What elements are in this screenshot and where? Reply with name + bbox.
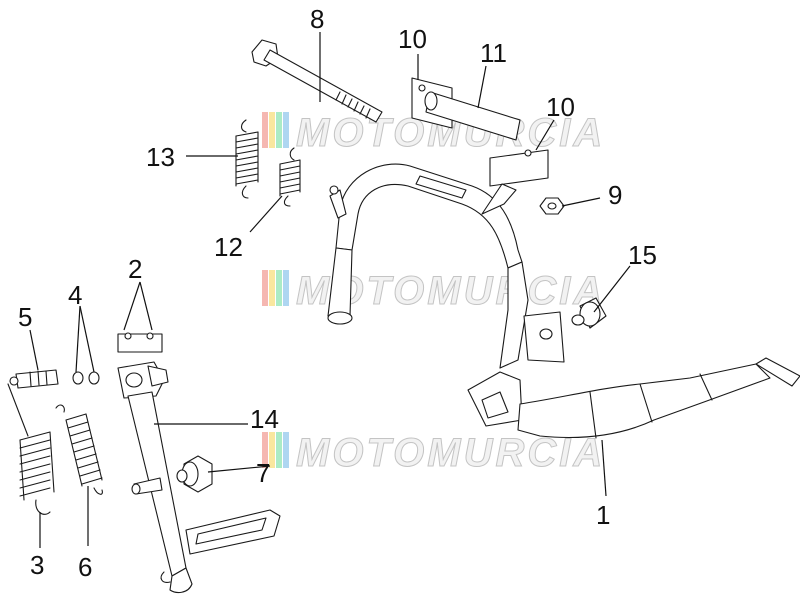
part-14-side-stand: [117, 361, 281, 594]
callout-9: 9: [608, 180, 622, 210]
part-10-plate-lower: [489, 149, 549, 187]
callout-3: 3: [30, 550, 44, 580]
callout-7: 7: [256, 458, 270, 488]
watermark-text: MOTOMURCIA: [296, 431, 605, 475]
callout-2: 2: [128, 254, 142, 284]
callout-14: 14: [250, 404, 279, 434]
callout-5: 5: [18, 302, 32, 332]
part-6-spring: [55, 404, 103, 495]
part-9-nut: [539, 197, 565, 215]
callout-10-lower: 10: [546, 92, 575, 122]
callout-12: 12: [214, 232, 243, 262]
watermark-bottom: MOTOMURCIA: [262, 431, 605, 476]
part-12-spring: [279, 147, 301, 207]
part-13-spring: [235, 119, 259, 199]
callout-numbers: 8 10 11 10 13 9 12 15 2 4 5 14 7 1 3 6: [18, 4, 657, 582]
part-11-pivot-pin: [424, 91, 521, 141]
callout-11: 11: [480, 38, 507, 68]
callout-15: 15: [628, 240, 657, 270]
part-5-bolt: [9, 369, 59, 389]
callout-13: 13: [146, 142, 175, 172]
callout-10-upper: 10: [398, 24, 427, 54]
part-7-bushing: [176, 455, 213, 493]
part-8-bolt: [251, 39, 383, 123]
watermark-middle: MOTOMURCIA: [262, 269, 603, 314]
part-3-spring: [7, 383, 55, 515]
part-1-center-stand: [327, 163, 800, 439]
part-2-plate: [117, 332, 163, 353]
callout-8: 8: [310, 4, 324, 34]
part-4-washers: [72, 371, 100, 385]
callout-1: 1: [596, 500, 610, 530]
callout-4: 4: [68, 280, 82, 310]
callout-6: 6: [78, 552, 92, 582]
leader-lines: [29, 32, 631, 548]
